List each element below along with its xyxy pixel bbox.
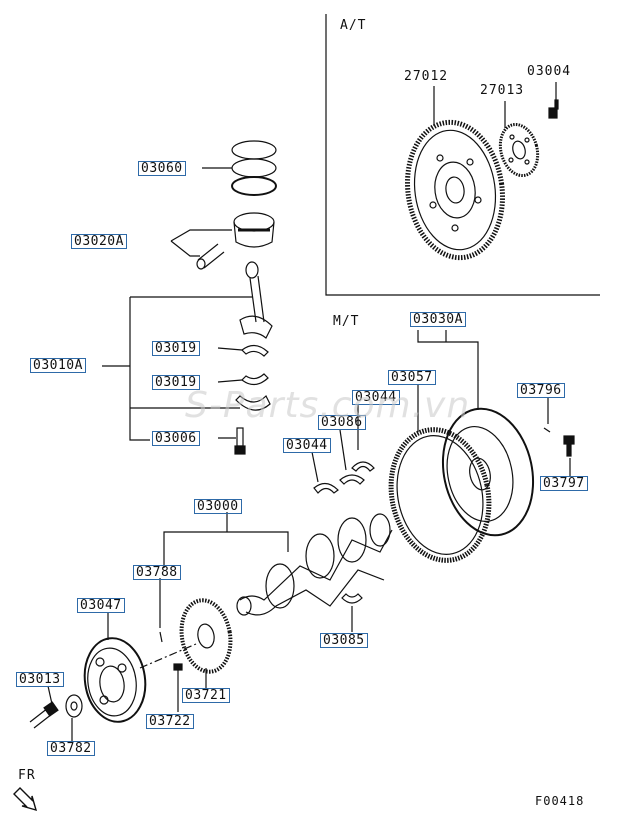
leader-03010A [129, 297, 150, 441]
part-label-03782[interactable]: 03782 [47, 741, 95, 756]
rod-cap [235, 394, 271, 411]
thrust-03086 [339, 474, 365, 485]
key-03788 [159, 631, 163, 643]
leader-03020A [170, 229, 232, 242]
watermark: S-Parts.com.vn [185, 385, 471, 426]
ring-gear-03057 [388, 427, 492, 563]
connecting-rod [239, 261, 273, 339]
bolt-03797 [563, 435, 575, 457]
part-label-03044-lower[interactable]: 03044 [283, 438, 331, 453]
damper-pulley-03047 [83, 637, 147, 723]
adapter-plate-27013 [498, 122, 540, 178]
leader-03000 [163, 531, 289, 568]
bearing-03019-upper [241, 344, 269, 357]
part-label-03788[interactable]: 03788 [133, 565, 181, 580]
at-section-label: A/T [340, 18, 367, 33]
part-label-03796[interactable]: 03796 [517, 383, 565, 398]
part-label-03086[interactable]: 03086 [318, 415, 366, 430]
part-label-03019-lower[interactable]: 03019 [152, 375, 200, 390]
part-label-03000[interactable]: 03000 [194, 499, 242, 514]
at-frame-line [325, 14, 600, 296]
bearing-03019-lower [241, 373, 269, 386]
part-label-03797[interactable]: 03797 [540, 476, 588, 491]
drive-plate-27012 [405, 119, 505, 261]
piston-03020A [233, 212, 275, 248]
part-label-27013: 27013 [480, 83, 525, 98]
thrust-03044-a [351, 461, 375, 472]
part-label-03004: 03004 [527, 64, 572, 79]
sprocket-03721 [179, 598, 233, 674]
part-label-03010A[interactable]: 03010A [30, 358, 86, 373]
bolt-03004 [548, 99, 559, 119]
crankshaft-03000 [236, 513, 393, 616]
part-label-03721[interactable]: 03721 [182, 688, 230, 703]
bearing-03085 [341, 593, 363, 604]
piston-rings-03060 [231, 140, 277, 196]
part-label-03044-upper[interactable]: 03044 [352, 390, 400, 405]
figure-code: F00418 [535, 794, 585, 808]
part-label-03006[interactable]: 03006 [152, 431, 200, 446]
part-label-03019-upper[interactable]: 03019 [152, 341, 200, 356]
part-label-27012: 27012 [404, 69, 449, 84]
leader-03020A-b [170, 240, 200, 257]
fr-label: FR [18, 768, 36, 783]
part-label-03030A[interactable]: 03030A [410, 312, 466, 327]
part-label-03085[interactable]: 03085 [320, 633, 368, 648]
part-label-03057[interactable]: 03057 [388, 370, 436, 385]
leader-03030A [417, 330, 479, 410]
bolt-03013 [29, 701, 59, 729]
center-line [139, 643, 197, 669]
piston-pin-03020A [196, 243, 225, 270]
part-label-03047[interactable]: 03047 [77, 598, 125, 613]
thrust-03044-b [313, 482, 339, 494]
mt-section-label: M/T [333, 314, 360, 329]
rod-bolt-03006 [234, 427, 246, 455]
part-label-03013[interactable]: 03013 [16, 672, 64, 687]
bolt-03722 [173, 663, 183, 712]
part-label-03722[interactable]: 03722 [146, 714, 194, 729]
fr-arrow-icon [13, 787, 38, 812]
pin-03796 [543, 427, 551, 433]
part-label-03060[interactable]: 03060 [138, 161, 186, 176]
washer-03782 [65, 694, 83, 718]
part-label-03020A[interactable]: 03020A [71, 234, 127, 249]
